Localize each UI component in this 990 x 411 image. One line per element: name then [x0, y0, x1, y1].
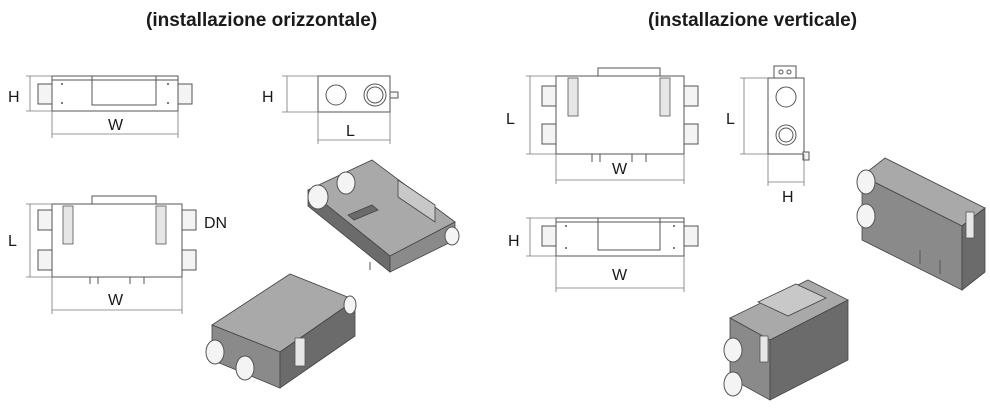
duct-top-left	[37, 209, 53, 231]
label-h: H	[782, 189, 794, 206]
label-h: H	[262, 89, 274, 106]
label-w: W	[108, 117, 124, 134]
top-lid	[597, 67, 661, 77]
duct-bottom-right	[181, 249, 197, 271]
vertical-iso-view-1	[856, 157, 986, 291]
label-dn: DN	[204, 215, 227, 232]
label-w: W	[612, 161, 628, 178]
label-w: W	[108, 292, 124, 309]
label-l: L	[506, 111, 515, 128]
duct-right	[177, 83, 193, 105]
vertical-front-view: L W	[506, 67, 699, 184]
vertical-side-view: L H	[726, 65, 810, 206]
label-l: L	[346, 123, 355, 140]
label-w: W	[612, 267, 628, 284]
label-h: H	[8, 89, 20, 106]
horizontal-side-view: H L	[262, 75, 399, 144]
service-panel	[91, 75, 157, 106]
horizontal-front-view: H W	[8, 75, 193, 138]
duct-opening-1	[325, 84, 347, 106]
label-l: L	[8, 233, 17, 250]
label-l: L	[726, 111, 735, 128]
duct-left	[37, 83, 53, 105]
top-lid	[91, 195, 157, 205]
duct-opening-1	[775, 86, 797, 108]
duct-top-right	[181, 209, 197, 231]
duct-bottom-left	[37, 249, 53, 271]
horizontal-iso-view-1	[307, 159, 460, 273]
title-vertical-installation: (installazione verticale)	[648, 10, 858, 31]
unit-body	[51, 75, 179, 112]
horizontal-top-view: L W DN	[8, 195, 227, 314]
horizontal-iso-view-2	[205, 273, 357, 389]
vertical-iso-view-2	[723, 279, 849, 401]
label-h: H	[508, 233, 520, 250]
vertical-front-view-2: H W	[508, 217, 699, 292]
title-horizontal-installation: (installazione orizzontale)	[146, 10, 378, 31]
